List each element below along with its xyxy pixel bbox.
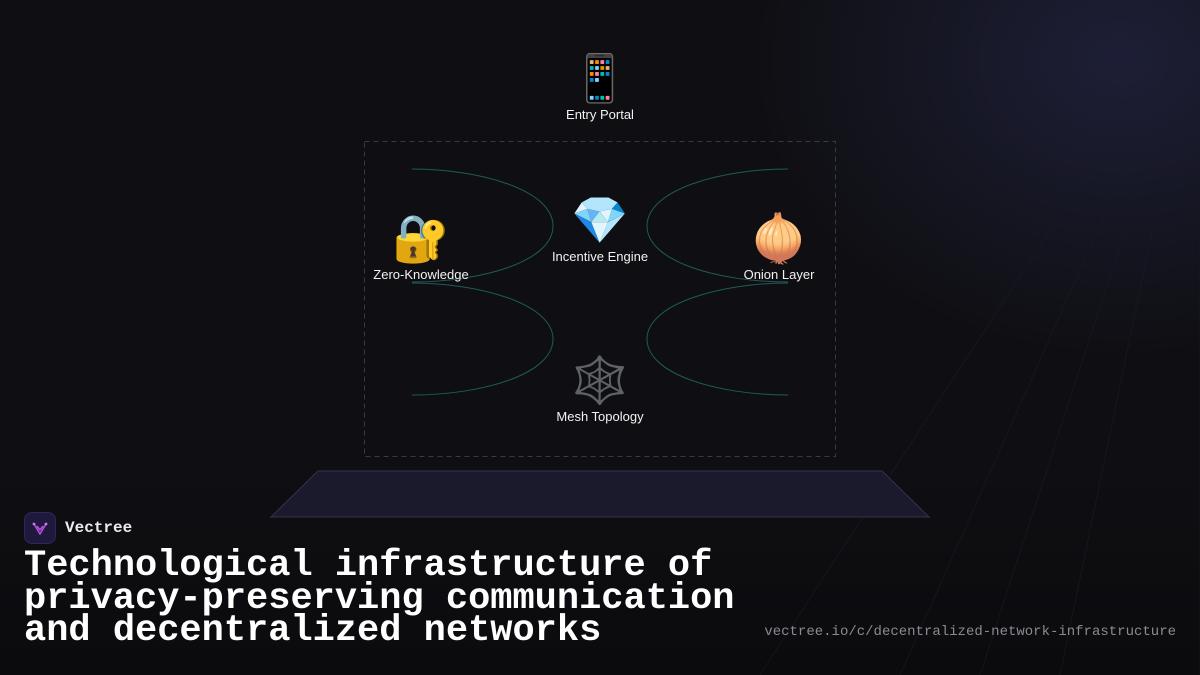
- diagram-frame: [364, 141, 836, 457]
- node-mesh-topology: 🕸️ Mesh Topology: [520, 353, 680, 424]
- locked-with-key-icon: 🔐: [392, 211, 450, 265]
- vectree-logo-icon: [24, 512, 56, 544]
- connector-lower-left: [411, 282, 554, 396]
- node-incentive-engine: 💎 Incentive Engine: [520, 193, 680, 264]
- mobile-phone-icon: 📱: [571, 51, 629, 105]
- node-label: Incentive Engine: [551, 249, 649, 264]
- spider-web-icon: 🕸️: [571, 353, 629, 407]
- brand-name: Vectree: [65, 519, 133, 537]
- node-label: Zero-Knowledge: [373, 267, 469, 282]
- gem-stone-icon: 💎: [571, 193, 629, 247]
- node-zero-knowledge: 🔐 Zero-Knowledge: [341, 211, 501, 282]
- connector-upper-right: [646, 168, 789, 283]
- node-entry-portal: 📱 Entry Portal: [520, 51, 680, 122]
- connector-upper-left: [411, 168, 554, 283]
- node-label: Entry Portal: [566, 107, 634, 122]
- node-label: Onion Layer: [743, 267, 815, 282]
- connector-lower-right: [646, 282, 789, 396]
- headline: Technological infrastructure of privacy-…: [24, 545, 735, 652]
- base-platform: [269, 470, 931, 518]
- page-url[interactable]: vectree.io/c/decentralized-network-infra…: [764, 624, 1176, 640]
- node-label: Mesh Topology: [556, 409, 644, 424]
- node-onion-layer: 🧅 Onion Layer: [699, 211, 859, 282]
- brand[interactable]: Vectree: [24, 512, 132, 544]
- onion-icon: 🧅: [750, 211, 808, 265]
